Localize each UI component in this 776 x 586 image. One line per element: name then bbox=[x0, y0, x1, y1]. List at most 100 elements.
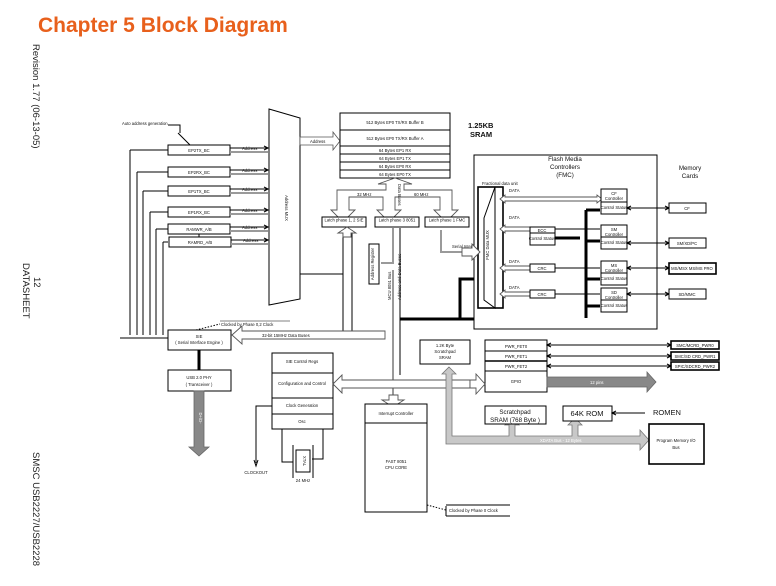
controller-name: SM bbox=[611, 227, 618, 232]
controller-status: Control Status bbox=[601, 303, 628, 308]
memory-cards-line2: Cards bbox=[682, 173, 699, 180]
card-sm bbox=[668, 237, 707, 249]
ecc-status-label: Control Status bbox=[529, 236, 556, 241]
xtal-freq-label: 24 MHz bbox=[296, 478, 310, 483]
controller-sub: Controller bbox=[605, 268, 624, 273]
controller-sub: Controller bbox=[605, 295, 624, 300]
pointer-label: RAMWR_A/B bbox=[186, 227, 212, 232]
latch-fmc bbox=[424, 216, 470, 228]
data-label: DATA bbox=[509, 285, 520, 290]
addr-data-label: Address and Data Buses bbox=[397, 254, 402, 300]
scratch12k-line: Scratchpad bbox=[434, 349, 456, 354]
memory-cards-line1: Memory bbox=[679, 165, 702, 172]
card-ms bbox=[668, 262, 717, 275]
latch-sie bbox=[321, 216, 367, 228]
pointer-label: EP2TX_BC bbox=[188, 148, 209, 153]
pointer-label: RAMRD_A/B bbox=[188, 240, 213, 245]
fmc-title-line2: Controllers bbox=[550, 164, 580, 171]
pwr-output-label: SMC/SD CRD_PWR1 bbox=[675, 354, 717, 359]
scratchpad-sram bbox=[484, 405, 547, 425]
control-row: Clock Generation bbox=[286, 403, 319, 408]
controller-sub: Controller bbox=[605, 232, 624, 237]
cpu-clock-note-frame bbox=[445, 504, 510, 517]
scratchpad-line2: SRAM (768 Byte ) bbox=[490, 417, 540, 424]
left-mhz-label: 32 MHz bbox=[357, 192, 371, 197]
fmc-title-line3: (FMC) bbox=[556, 172, 574, 179]
cpu-block bbox=[364, 403, 428, 513]
latch-label: Latch phase 3 8051 bbox=[379, 218, 416, 223]
address-label: Address bbox=[243, 238, 258, 243]
card-label: SM/XD/PC bbox=[677, 241, 697, 246]
card-label: SD/MMC bbox=[679, 292, 696, 297]
osc-xtal-lines bbox=[281, 429, 324, 463]
address-arrows: Address Address Address Address Address … bbox=[230, 145, 270, 245]
usb-bus-label: D+/D- bbox=[198, 412, 203, 424]
romen-label: ROMEN bbox=[653, 408, 681, 417]
sram-row: 64 Bytes EP0 RX bbox=[379, 164, 412, 169]
sram-row: 512 Bytes EP0 TX/RX Buffer B bbox=[366, 120, 424, 125]
gpio-pins-bus bbox=[546, 370, 657, 394]
address-mux bbox=[268, 108, 301, 306]
sram-row: 64 Bytes EP1 TX bbox=[379, 156, 411, 161]
crc2-label: CRC bbox=[537, 292, 546, 297]
clockout-label: CLOCKOUT bbox=[244, 470, 268, 475]
program-memory-io bbox=[648, 423, 705, 465]
controller-status: Control Status bbox=[601, 205, 628, 210]
auto-address-label: Auto address generation bbox=[122, 121, 168, 126]
page-title: Chapter 5 Block Diagram bbox=[38, 14, 288, 37]
rom-label: 64K ROM bbox=[571, 409, 604, 418]
latch-label: Latch phase 1 FMC bbox=[429, 218, 466, 223]
xtal bbox=[295, 449, 311, 473]
fmc-mux-caption: Fractional data unit bbox=[482, 181, 518, 186]
sie-clock-note-leader bbox=[195, 323, 221, 331]
gpio-block: PWR_FET0 PWR_FET1 PWR_FET2 GPIO bbox=[484, 339, 548, 393]
crc1-label: CRC bbox=[537, 266, 546, 271]
pointer-feed-lines bbox=[120, 149, 168, 339]
romen-line bbox=[610, 410, 645, 416]
data-label: DATA bbox=[509, 259, 520, 264]
latch-label: Latch phase 1, 2 SIE bbox=[325, 218, 364, 223]
pointer-box-ramrd bbox=[168, 236, 232, 248]
pwr-output-0 bbox=[670, 340, 720, 350]
right-mhz-label: 60 MHz bbox=[414, 192, 428, 197]
sram-title-label: SRAM bbox=[470, 130, 492, 139]
data-label: DATA bbox=[509, 215, 520, 220]
sie-sub: ( Serial Interface Engine ) bbox=[175, 340, 223, 345]
address-register bbox=[368, 243, 380, 285]
controller-name: MS bbox=[611, 263, 617, 268]
scratch-sram-12k bbox=[419, 339, 471, 365]
xdata-bus-label: 32-bit 15MHz Data Buses bbox=[262, 333, 310, 338]
address-label: Address bbox=[242, 208, 257, 213]
phy-name: USB 2.0 PHY bbox=[186, 375, 212, 380]
pwr-links bbox=[545, 342, 673, 369]
address-register-label: Address Register bbox=[370, 247, 375, 280]
addr-data-gray bbox=[381, 228, 394, 395]
control-row: SIE Control Regs bbox=[286, 359, 318, 364]
controller-sub: Controller bbox=[605, 196, 624, 201]
memory-cards: CF SM/XD/PC MS/MSX MS/MS PRO SD/MMC bbox=[668, 202, 717, 300]
fmc-input-arrow bbox=[461, 242, 481, 262]
cpu-clock-note-box bbox=[446, 506, 511, 516]
cpu-clock-leader bbox=[426, 504, 447, 511]
gpio-pins-label: 12 pins bbox=[590, 380, 604, 385]
control-row: Osc bbox=[298, 419, 305, 424]
address-label: Address bbox=[242, 168, 257, 173]
xdata-bus bbox=[441, 366, 650, 452]
usb-phy-block bbox=[167, 369, 232, 392]
gpio-row: GPIO bbox=[511, 379, 522, 384]
data-label: DATA bbox=[509, 188, 520, 193]
scratchpad-line1: Scratchpad bbox=[499, 409, 531, 416]
card-cf bbox=[668, 202, 707, 214]
pointer-registers: EP2TX_BC EP2RX_BC EP1TX_BC EP1RX_BC RAMW… bbox=[167, 144, 232, 248]
sie-name: SIE bbox=[196, 334, 203, 339]
scratch12k-line: SRAM bbox=[439, 355, 452, 360]
pointer-label: EP1RX_BC bbox=[188, 210, 210, 215]
pointer-label: EP1TX_BC bbox=[188, 189, 209, 194]
cpu-clock-note: Clocked by Phase 0 Clock bbox=[449, 508, 499, 513]
card-label: MS/MSX MS/MS PRO bbox=[671, 266, 713, 271]
cpu-core-line2: CPU CORE bbox=[385, 465, 407, 470]
pwr-outputs: SMC/MCRD_PWR0 SMC/SD CRD_PWR1 SPIC/SDCRD… bbox=[670, 340, 720, 371]
control-row: Configuration and Control bbox=[278, 381, 326, 386]
usb-bus-arrow bbox=[187, 390, 211, 457]
